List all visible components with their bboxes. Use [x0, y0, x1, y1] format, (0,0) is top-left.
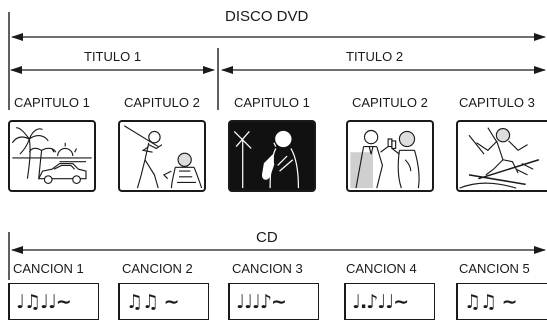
chapter-label: CAPITULO 1	[14, 95, 90, 110]
skier-icon	[459, 127, 540, 189]
music-notes-icon: ♩♫♩♩∼	[16, 291, 72, 313]
track-box: ♫♫ ∼	[456, 283, 547, 320]
cd-label: CD	[256, 229, 278, 246]
track-box: ♩♫♩♩∼	[8, 283, 99, 320]
chapter-thumbnail	[118, 120, 206, 192]
chapter-thumbnail	[8, 120, 96, 192]
music-notes-icon: ♩♩♩♪∼	[236, 291, 287, 313]
chapter-label: CAPITULO 3	[459, 95, 535, 110]
track-box: ♫♫ ∼	[118, 283, 209, 320]
track-label: CANCION 1	[13, 261, 84, 276]
couple-toast-icon	[350, 129, 420, 189]
music-notes-icon: ♩.♪♩♩∼	[352, 291, 409, 313]
chapter-thumbnail	[346, 120, 434, 192]
chapter-label: CAPITULO 2	[352, 95, 428, 110]
baseball-batter-icon	[123, 125, 203, 189]
music-notes-icon: ♫♫ ∼	[464, 291, 518, 313]
chapter-label: CAPITULO 1	[234, 95, 310, 110]
chapter-thumbnail	[228, 120, 316, 192]
music-notes-icon: ♫♫ ∼	[126, 291, 180, 313]
title-2-label: TITULO 2	[346, 49, 404, 64]
title-1-label: TITULO 1	[84, 49, 142, 64]
disc-label: DISCO DVD	[225, 8, 309, 25]
palm-beach-car-icon	[11, 127, 92, 184]
track-label: CANCION 3	[232, 261, 303, 276]
chapter-label: CAPITULO 2	[124, 95, 200, 110]
track-label: CANCION 5	[459, 261, 530, 276]
track-box: ♩♩♩♪∼	[228, 283, 319, 320]
track-box: ♩.♪♩♩∼	[344, 283, 435, 320]
saxophone-player-icon	[233, 130, 300, 189]
track-label: CANCION 2	[122, 261, 193, 276]
chapter-thumbnail	[456, 120, 547, 192]
track-label: CANCION 4	[346, 261, 417, 276]
